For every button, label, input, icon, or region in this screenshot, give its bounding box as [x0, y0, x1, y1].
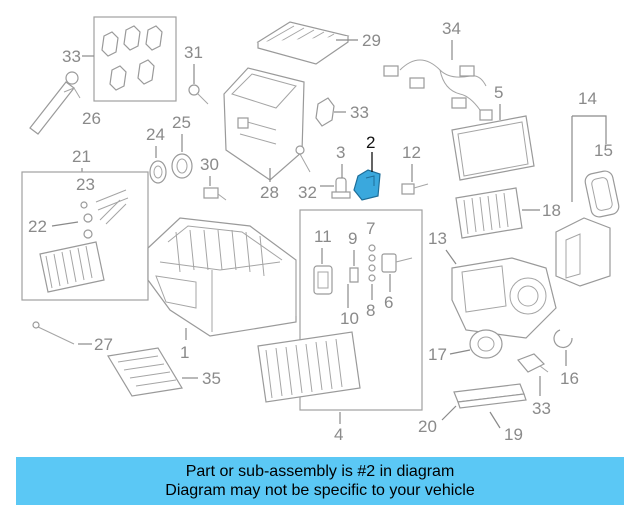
resistor-part — [107, 347, 183, 397]
callout-35: 35 — [202, 369, 221, 388]
callout-20: 20 — [418, 417, 437, 436]
callout-22: 22 — [28, 217, 47, 236]
callout-19: 19 — [504, 425, 523, 444]
main-housing-part — [147, 217, 297, 337]
valve-11-part — [313, 265, 333, 295]
callout-32: 32 — [298, 183, 317, 202]
wiring-harness-part — [383, 59, 493, 121]
callout-1: 1 — [180, 343, 189, 362]
module-part-c — [516, 353, 549, 373]
callout-30: 30 — [200, 155, 219, 174]
callout-11: 11 — [314, 227, 332, 246]
callout-27: 27 — [94, 335, 113, 354]
banner-line-1: Part or sub-assembly is #2 in diagram — [185, 463, 455, 480]
callout-25: 25 — [172, 113, 191, 132]
actuator-3-part — [331, 177, 351, 199]
callout-14: 14 — [578, 89, 597, 108]
clamp-part — [553, 329, 573, 349]
blower-motor-part — [469, 329, 503, 359]
callout-4: 4 — [334, 425, 343, 444]
callout-13: 13 — [428, 229, 447, 248]
diagram-drawing: 33 26 31 29 28 33 34 — [21, 16, 620, 444]
callout-24: 24 — [146, 125, 165, 144]
o-rings-part — [368, 244, 376, 282]
blower-housing-part — [451, 257, 557, 339]
callout-7: 7 — [366, 219, 375, 238]
callout-9: 9 — [348, 229, 357, 248]
callout-6: 6 — [384, 293, 393, 312]
screw-part — [188, 84, 209, 105]
banner-line-2: Diagram may not be specific to your vehi… — [165, 482, 475, 499]
callout-17: 17 — [428, 345, 447, 364]
bolt-32-part — [295, 145, 311, 173]
duct-piece-part — [555, 217, 611, 287]
callout-33-a: 33 — [62, 47, 81, 66]
heater-core-box — [21, 171, 149, 301]
callout-10: 10 — [340, 309, 359, 328]
info-banner: Part or sub-assembly is #2 in diagram Di… — [16, 457, 624, 505]
pipe-9-part — [349, 267, 359, 283]
heater-core-part — [39, 189, 129, 293]
duct-20-part — [453, 383, 527, 409]
callout-28: 28 — [260, 183, 279, 202]
callout-8: 8 — [366, 301, 375, 320]
callout-33-b: 33 — [350, 103, 369, 122]
seal-ring-part — [171, 153, 193, 179]
block-6-part — [381, 253, 413, 273]
callout-2: 2 — [366, 133, 375, 152]
gasket-part — [584, 170, 620, 218]
callout-12: 12 — [402, 143, 421, 162]
sensor-part — [203, 187, 227, 201]
clip-part-b — [315, 97, 335, 127]
seal-frame-part — [451, 115, 535, 181]
callout-29: 29 — [362, 31, 381, 50]
evaporator-core-part — [257, 331, 361, 403]
callout-15: 15 — [594, 141, 613, 160]
clip-set-box — [93, 16, 177, 102]
upper-housing-part — [223, 67, 305, 181]
clip-set-part — [101, 25, 163, 91]
grommet-part — [149, 160, 167, 184]
sensor-wire-part — [32, 321, 75, 345]
bolt-12-part — [401, 183, 429, 195]
callout-18: 18 — [542, 201, 561, 220]
filter-part — [256, 21, 350, 65]
callout-33-c: 33 — [532, 399, 551, 418]
callout-5: 5 — [494, 83, 503, 102]
evaporator-box — [299, 209, 423, 411]
evaporator-seal-part — [455, 187, 523, 239]
linkage-rod-part — [29, 71, 81, 135]
callout-3: 3 — [336, 143, 345, 162]
callout-34: 34 — [442, 19, 461, 38]
bracket-part-2-highlighted — [353, 169, 381, 201]
callout-21: 21 — [72, 147, 91, 166]
callout-26: 26 — [82, 109, 101, 128]
callout-23: 23 — [76, 175, 95, 194]
callout-16: 16 — [560, 369, 579, 388]
callout-31: 31 — [184, 43, 203, 62]
